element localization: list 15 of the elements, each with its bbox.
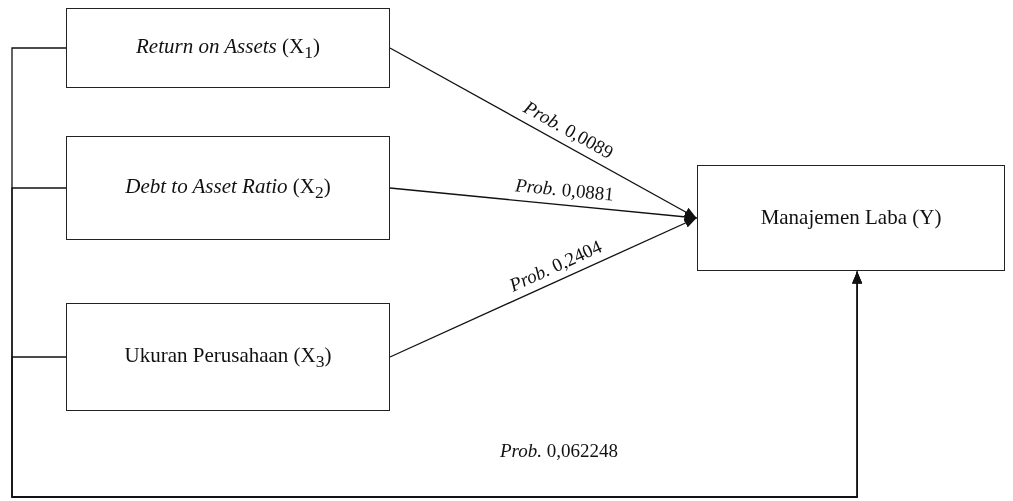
variable-name: Ukuran Perusahaan (X$_{3}$) [124, 341, 332, 373]
variable-name: Manajemen Laba (Y) [760, 204, 942, 232]
probability-label: Prob. 0,062248 [500, 440, 619, 462]
bracket-arrow [11, 270, 863, 498]
arrow [389, 47, 698, 219]
arrow [389, 217, 698, 358]
variable-box [66, 136, 390, 240]
variable-name: Return on Assets (X$_{1}$) [136, 32, 320, 64]
variable-box [697, 165, 1005, 271]
edge-label: Prob. 0,0881 [514, 174, 615, 206]
variable-box [66, 303, 390, 411]
arrow [389, 187, 698, 222]
variable-name: Debt to Asset Ratio (X$_{2}$) [125, 172, 331, 204]
variable-box [66, 8, 390, 88]
edge-label: Prob. 0,2404 [505, 235, 605, 297]
